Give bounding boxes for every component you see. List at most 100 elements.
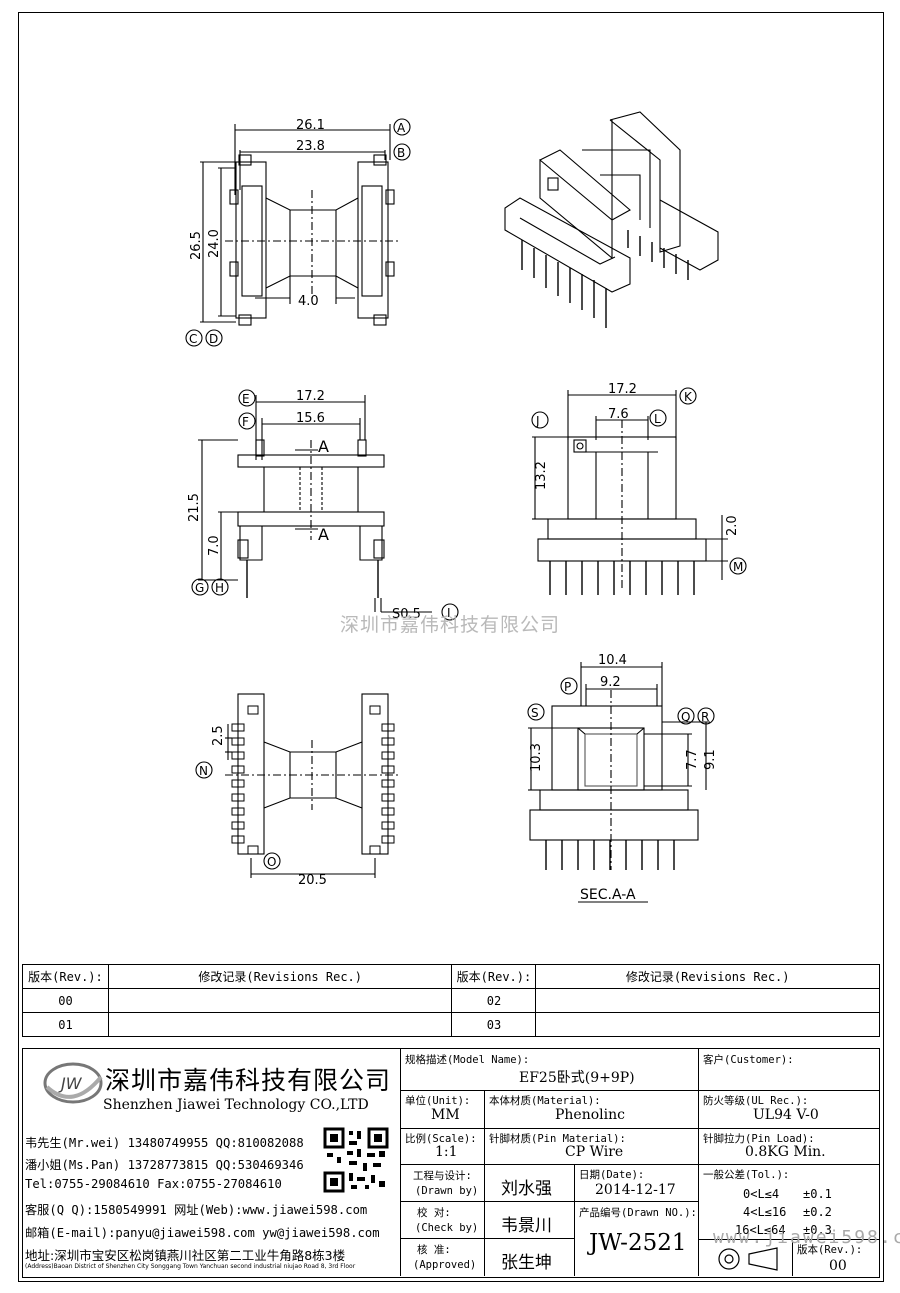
company-name-cn: 深圳市嘉伟科技有限公司 [105,1066,392,1095]
logo-text: JW [58,1074,83,1093]
rec-cell [535,1012,880,1037]
dim-side-core: 7.6 [608,407,629,422]
ref-k: K [684,390,693,404]
front-view [191,389,459,621]
tol-range-2: 4<L≤16 [743,1205,787,1219]
drawn-value-cell: 刘水强 [485,1165,575,1202]
rev-cell: 03 [451,1012,537,1037]
ul-cell: 防火等级(UL Rec.): UL94 V-0 [699,1091,879,1129]
rec-cell [107,988,453,1013]
contact-email: 邮箱(E-mail):panyu@jiawei598.com yw@jiawei… [25,1226,380,1240]
customer-cell: 客户(Customer): [699,1049,879,1091]
ref-i: I [447,606,451,620]
scale-cell: 比例(Scale): 1:1 [401,1129,485,1165]
ref-a: A [397,121,406,135]
table-row: 00 02 [22,988,880,1013]
rev-cell: 02 [451,988,537,1013]
rec-cell [107,1012,453,1037]
pin-material-cell: 针脚材质(Pin Material): CP Wire [485,1129,699,1165]
scale-label: 比例(Scale): [405,1133,477,1145]
isometric-view [504,111,719,328]
drawn-no-value: JW-2521 [589,1230,687,1256]
check-value: 韦景川 [501,1216,552,1236]
material-cell: 本体材质(Material): Phenolinc [485,1091,699,1129]
unit-cell: 单位(Unit): MM [401,1091,485,1129]
section-title: SEC.A-A [580,887,636,903]
dim-sec-height: 10.3 [529,743,544,772]
ul-value: UL94 V-0 [753,1107,819,1123]
tol-range-3: 16<L≤64 [735,1223,786,1237]
model-cell: 规格描述(Model Name): EF25卧式(9+9P) [401,1049,699,1091]
ref-h: H [215,581,224,595]
check-sub-label: (Check by) [415,1222,479,1234]
ul-label: 防火等级(UL Rec.): [703,1095,809,1107]
drawn-label-cell: 工程与设计: (Drawn by) [401,1165,485,1202]
ref-s: S [531,706,539,720]
tol-range-1: 0<L≤4 [743,1187,780,1201]
contact-wei: 韦先生(Mr.wei) 13480749955 QQ:810082088 [25,1136,304,1150]
rec-header: 修改记录(Revisions Rec.) [535,964,880,989]
dim-bottom-span: 20.5 [298,873,327,888]
dim-top-height: 26.5 [189,231,204,260]
drawn-value: 刘水强 [501,1179,552,1199]
date-label: 日期(Date): [579,1169,645,1181]
rev-header: 版本(Rev.): [22,964,109,989]
dim-front-inner-width: 15.6 [296,411,325,426]
company-logo: JW [43,1062,103,1104]
rev-label: 版本(Rev.): [797,1244,863,1256]
dim-side-height: 13.2 [534,461,549,490]
section-mark-bottom: A [318,525,329,544]
rec-cell [535,988,880,1013]
pin-load-label: 针脚拉力(Pin Load): [703,1133,815,1145]
title-block: JW 深圳市嘉伟科技有限公司 Shenzhen Jiawei Technolog… [22,1048,900,1278]
contact-tel: Tel:0755-29084610 Fax:0755-27084610 [25,1177,282,1191]
approve-label-cell: 核 准: (Approved) [401,1239,485,1276]
rev-cell-block: 版本(Rev.): 00 [793,1239,879,1276]
ref-r: R [701,710,709,724]
approve-sub-label: (Approved) [413,1259,477,1271]
dim-front-s: S0.5 [392,607,421,622]
tol-value-2: ±0.2 [803,1205,832,1219]
scale-value: 1:1 [435,1144,458,1160]
dim-top-width: 26.1 [296,118,325,133]
date-value: 2014-12-17 [595,1182,676,1198]
ref-f: F [242,415,249,429]
ref-g: G [195,581,204,595]
material-label: 本体材质(Material): [489,1095,601,1107]
dim-bottom-pitch: 2.5 [211,725,226,746]
tolerance-label: 一般公差(Tol.): [703,1169,790,1181]
drawn-no-cell: 产品编号(Drawn NO.): JW-2521 [575,1202,699,1276]
tol-value-3: ±0.3 [803,1223,832,1237]
side-view [531,387,747,595]
bottom-view [195,693,400,878]
check-label: 校 对: [417,1207,451,1219]
tolerance-cell: 一般公差(Tol.): 0<L≤4 ±0.1 4<L≤16 ±0.2 16<L≤… [699,1165,879,1239]
rec-header: 修改记录(Revisions Rec.) [107,964,453,989]
ref-n: N [199,764,208,778]
dim-top-inner-height: 24.0 [207,229,222,258]
company-address-cn: 地址:深圳市宝安区松岗镇燕川社区第二工业牛角路8栋3楼 [25,1248,346,1263]
pin-load-value: 0.8KG Min. [745,1144,826,1160]
rev-cell: 00 [22,988,109,1013]
ref-p: P [564,680,571,694]
rev-value: 00 [829,1258,847,1274]
unit-value: MM [431,1107,460,1123]
drawn-label: 工程与设计: [413,1170,472,1182]
rev-header: 版本(Rev.): [451,964,537,989]
ref-b: B [397,146,405,160]
approve-value: 张生坤 [501,1253,552,1273]
dim-sec-inner: 9.2 [600,675,621,690]
model-label: 规格描述(Model Name): [405,1054,530,1066]
dim-side-width: 17.2 [608,382,637,397]
table-row: 01 03 [22,1012,880,1037]
section-mark-top: A [318,437,329,456]
qr-code-icon [323,1127,389,1193]
dim-top-core: 4.0 [298,294,319,309]
dim-front-height: 21.5 [187,493,202,522]
model-value: EF25卧式(9+9P) [519,1070,635,1086]
drawing-frame [18,12,884,1282]
date-cell: 日期(Date): 2014-12-17 [575,1165,699,1202]
dim-front-pin: 7.0 [207,535,222,556]
unit-label: 单位(Unit): [405,1095,471,1107]
pin-load-cell: 针脚拉力(Pin Load): 0.8KG Min. [699,1129,879,1165]
